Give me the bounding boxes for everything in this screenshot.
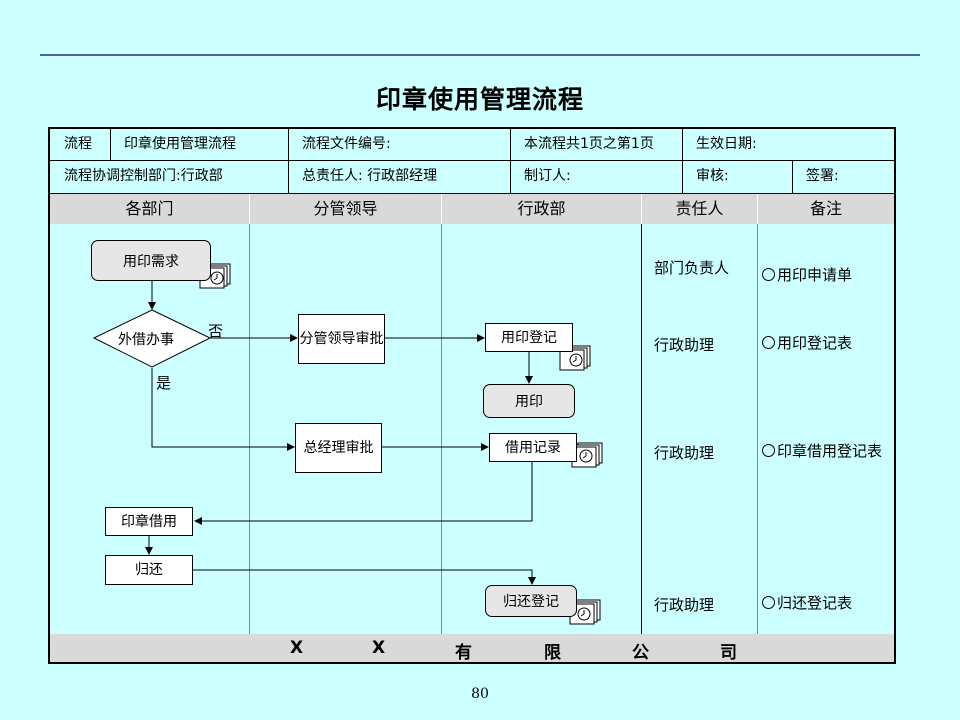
responsible-item: 行政助理 bbox=[654, 596, 715, 614]
responsible-item: 行政助理 bbox=[654, 444, 715, 462]
node-borrow-record: 借用记录 bbox=[489, 433, 577, 462]
footer-char: 有 bbox=[455, 643, 472, 663]
header-overall-owner: 总责任人: 行政部经理 bbox=[302, 168, 438, 184]
branch-label-no: 否 bbox=[208, 322, 224, 340]
header-coordinating-dept: 流程协调控制部门:行政部 bbox=[64, 168, 223, 184]
header-process-label: 流程 bbox=[64, 136, 92, 152]
arrow-yes-to-gm bbox=[151, 368, 295, 451]
header-col-divider bbox=[682, 129, 683, 193]
header-col-divider bbox=[792, 161, 793, 193]
node-return: 归还 bbox=[105, 555, 193, 585]
header-process-name: 印章使用管理流程 bbox=[124, 136, 236, 152]
remark-text: 用印申请单 bbox=[777, 266, 853, 284]
footer-char: X bbox=[372, 638, 386, 658]
lane-divider bbox=[441, 224, 442, 634]
lane-header-responsible: 责任人 bbox=[642, 194, 757, 224]
header-signature: 签署: bbox=[806, 168, 839, 184]
remark-item: 归还登记表 bbox=[762, 592, 852, 613]
header-page-count: 本流程共1页之第1页 bbox=[524, 136, 654, 152]
company-footer: X X 有 限 公 司 bbox=[50, 634, 894, 663]
clock-icon bbox=[762, 444, 775, 457]
footer-char: 限 bbox=[544, 643, 561, 663]
page-number: 80 bbox=[471, 686, 489, 702]
remark-item: 印章借用登记表 bbox=[762, 440, 882, 461]
node-return-register: 归还登记 bbox=[485, 585, 577, 617]
footer-char: 公 bbox=[632, 643, 649, 663]
lane-header-divider bbox=[641, 194, 642, 224]
clock-icon bbox=[762, 268, 775, 281]
header-col-divider bbox=[110, 129, 111, 160]
remark-text: 归还登记表 bbox=[777, 594, 853, 612]
responsible-item: 行政助理 bbox=[654, 336, 715, 354]
remark-item: 用印登记表 bbox=[762, 332, 852, 353]
footer-char: X bbox=[290, 638, 304, 658]
header-file-number: 流程文件编号: bbox=[302, 136, 391, 152]
record-icon-2 bbox=[559, 345, 591, 371]
clock-icon bbox=[762, 596, 775, 609]
remark-text: 印章借用登记表 bbox=[777, 442, 883, 460]
header-reviewer: 审核: bbox=[696, 168, 729, 184]
branch-label-yes: 是 bbox=[156, 374, 172, 392]
lane-header-supervisor: 分管领导 bbox=[250, 194, 441, 224]
record-icon-3 bbox=[571, 442, 603, 468]
node-outside-errand: 外借办事 bbox=[118, 332, 174, 348]
arrow-record-to-borrow bbox=[194, 462, 533, 525]
node-seal-borrow: 印章借用 bbox=[105, 507, 193, 536]
header-author: 制订人: bbox=[524, 168, 571, 184]
lane-divider bbox=[757, 224, 758, 634]
node-seal-demand: 用印需求 bbox=[91, 240, 211, 281]
header-row-divider bbox=[50, 193, 894, 194]
node-seal-register: 用印登记 bbox=[485, 323, 573, 352]
lane-divider bbox=[641, 224, 642, 634]
record-icon-4 bbox=[569, 599, 601, 625]
arrow-return-to-register bbox=[193, 569, 536, 585]
remark-text: 用印登记表 bbox=[777, 334, 853, 352]
lane-header-admin: 行政部 bbox=[442, 194, 641, 224]
header-row-divider bbox=[50, 160, 894, 161]
lane-divider bbox=[249, 224, 250, 634]
lane-header-divider bbox=[249, 194, 250, 224]
node-use-seal: 用印 bbox=[483, 384, 575, 418]
top-divider-line bbox=[40, 54, 920, 56]
decision-diamond bbox=[92, 309, 212, 368]
clock-icon bbox=[762, 336, 775, 349]
page-title: 印章使用管理流程 bbox=[375, 85, 584, 114]
lane-header-remarks: 备注 bbox=[758, 194, 894, 224]
lane-header-departments: 各部门 bbox=[50, 194, 249, 224]
responsible-item: 部门负责人 bbox=[654, 259, 730, 277]
remark-item: 用印申请单 bbox=[762, 264, 852, 285]
node-supervisor-approval: 分管领导审批 bbox=[298, 314, 385, 364]
lane-header-divider bbox=[757, 194, 758, 224]
node-gm-approval: 总经理审批 bbox=[295, 423, 382, 473]
header-col-divider bbox=[288, 129, 289, 193]
footer-char: 司 bbox=[720, 643, 737, 663]
lane-header-divider bbox=[441, 194, 442, 224]
header-effective-date: 生效日期: bbox=[696, 136, 757, 152]
header-col-divider bbox=[510, 129, 511, 193]
